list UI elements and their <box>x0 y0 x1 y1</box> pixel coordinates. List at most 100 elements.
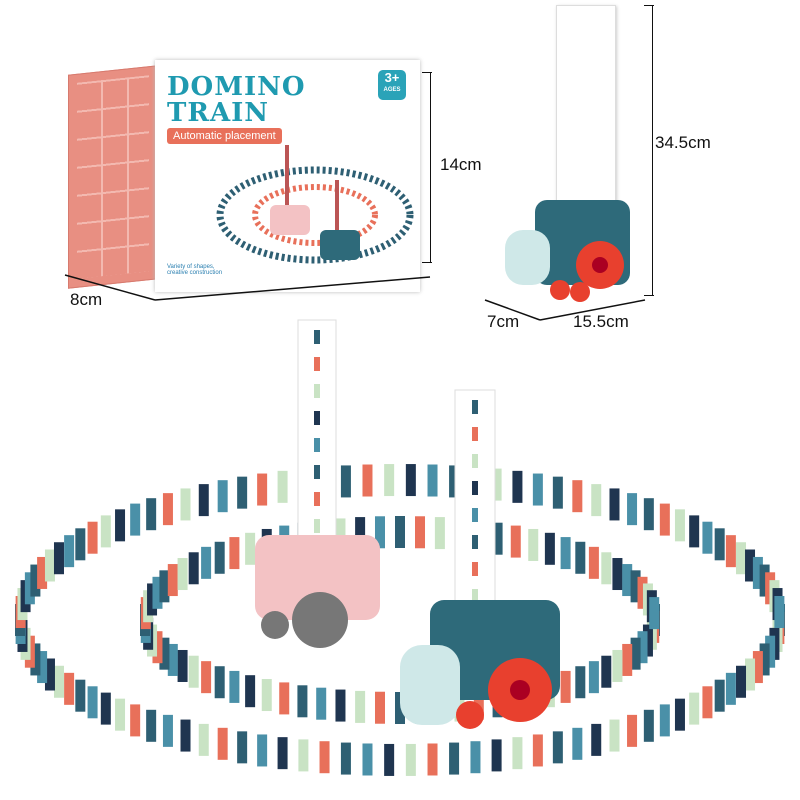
domino <box>340 465 351 498</box>
domino <box>355 690 366 723</box>
domino <box>214 666 225 699</box>
domino <box>384 464 395 497</box>
domino <box>30 564 41 597</box>
domino <box>53 542 64 575</box>
domino <box>167 564 178 597</box>
domino <box>637 631 648 664</box>
domino <box>689 515 700 548</box>
domino <box>297 685 308 718</box>
domino <box>714 679 725 712</box>
domino <box>759 564 770 597</box>
domino <box>630 637 641 670</box>
tower-domino <box>472 427 478 441</box>
domino <box>736 542 747 575</box>
pink-train <box>255 535 380 620</box>
domino <box>752 556 763 589</box>
domino <box>180 488 191 521</box>
domino <box>146 498 157 531</box>
domino <box>572 480 583 513</box>
age-badge: 3+AGES <box>378 70 406 100</box>
domino <box>674 509 685 542</box>
domino <box>601 655 612 688</box>
domino <box>601 552 612 585</box>
domino <box>177 558 188 591</box>
pink-train-wheel <box>261 611 289 639</box>
tower-domino <box>314 357 320 371</box>
domino <box>261 679 272 712</box>
domino <box>279 682 290 715</box>
domino <box>152 631 163 664</box>
train-depth-label: 7cm <box>487 312 520 331</box>
tower-domino <box>472 562 478 576</box>
domino <box>643 498 654 531</box>
domino <box>159 570 170 603</box>
domino <box>560 537 571 570</box>
domino <box>591 723 602 756</box>
domino <box>591 484 602 517</box>
domino <box>752 651 763 684</box>
domino <box>115 509 126 542</box>
domino <box>316 687 327 720</box>
domino <box>736 665 747 698</box>
domino <box>659 503 670 536</box>
tower-domino <box>314 438 320 452</box>
domino <box>64 535 75 568</box>
tower-domino <box>472 400 478 414</box>
tower-domino <box>472 454 478 468</box>
domino <box>491 468 502 501</box>
tower-domino <box>472 481 478 495</box>
tower-domino <box>314 384 320 398</box>
domino <box>37 556 48 589</box>
domino <box>237 476 248 509</box>
domino <box>512 737 523 770</box>
dimension-tick <box>644 295 654 296</box>
domino <box>146 709 157 742</box>
domino <box>774 596 785 629</box>
box-height-label: 14cm <box>440 155 482 174</box>
domino <box>162 493 173 526</box>
train-width-label: 15.5cm <box>573 312 629 331</box>
domino <box>53 665 64 698</box>
dimension-tick <box>422 262 432 263</box>
tower-domino <box>472 589 478 603</box>
domino <box>64 672 75 705</box>
domino <box>449 465 460 498</box>
domino <box>229 537 240 570</box>
tower-domino <box>472 535 478 549</box>
domino <box>434 517 445 550</box>
domino <box>427 743 438 776</box>
domino <box>572 727 583 760</box>
domino-tower <box>454 389 496 616</box>
domino <box>374 691 385 724</box>
domino <box>214 541 225 574</box>
box-depth-label: 8cm <box>70 290 103 309</box>
domino <box>201 546 212 579</box>
domino <box>395 692 405 724</box>
domino <box>257 734 268 767</box>
domino <box>44 658 55 691</box>
domino <box>702 521 713 554</box>
box-tagline: Variety of shapes, creative construction <box>167 264 223 276</box>
domino <box>217 480 228 513</box>
domino-tower <box>556 5 616 217</box>
domino <box>642 624 653 657</box>
wheel-hub <box>510 680 530 700</box>
domino <box>115 698 126 731</box>
domino <box>395 516 405 548</box>
domino <box>643 709 654 742</box>
domino <box>637 576 648 609</box>
domino <box>87 521 98 554</box>
domino <box>245 532 256 565</box>
domino <box>362 743 373 776</box>
domino <box>449 742 460 775</box>
domino <box>198 484 209 517</box>
domino <box>714 528 725 561</box>
domino <box>528 528 539 561</box>
domino <box>405 464 416 497</box>
tower-domino <box>314 492 320 506</box>
domino <box>492 522 503 555</box>
domino <box>44 549 55 582</box>
domino <box>588 661 599 694</box>
domino <box>575 541 586 574</box>
age-value: 3+ <box>384 70 400 85</box>
